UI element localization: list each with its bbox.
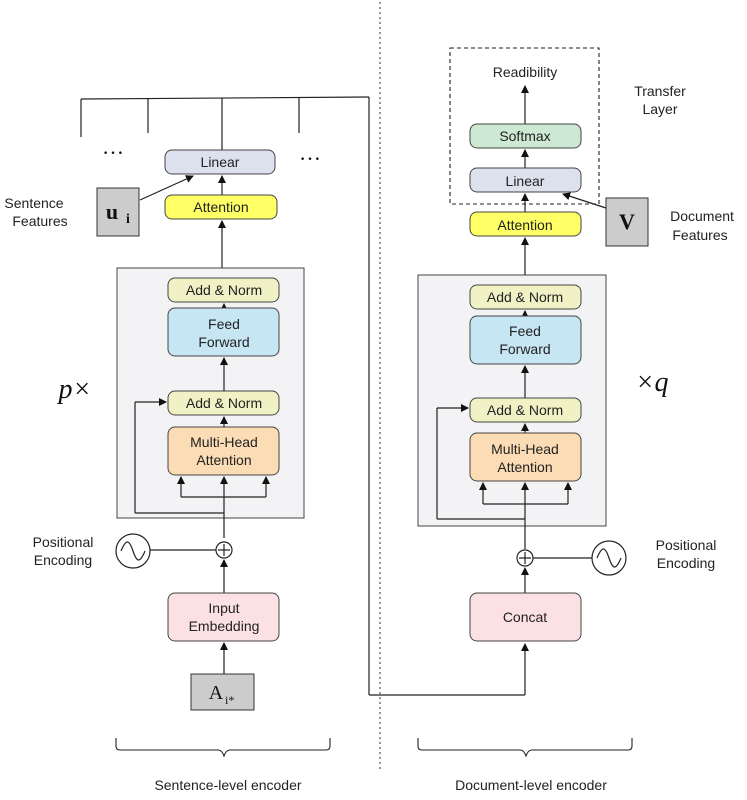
transfer-layer-label-1: Transfer xyxy=(634,83,686,99)
left-attention-block xyxy=(164,194,278,220)
left-multihead-block xyxy=(167,426,280,476)
right-feedforward-label-1: Feed xyxy=(509,323,541,339)
document-feature-box xyxy=(605,197,649,247)
right-multihead-block xyxy=(469,432,582,482)
left-input-embedding-label-1: Input xyxy=(208,600,239,616)
sentence-encoder-caption: Sentence-level encoder xyxy=(154,777,301,793)
right-addnorm-top xyxy=(469,284,582,310)
sentence-features-label-2: Features xyxy=(12,213,67,229)
left-multihead-label-2: Attention xyxy=(196,452,251,468)
document-encoder-caption: Document-level encoder xyxy=(455,777,607,793)
right-linear-label: Linear xyxy=(506,173,545,189)
ellipsis-right: … xyxy=(299,140,321,165)
document-encoder-brace xyxy=(417,738,633,758)
right-addnorm-bottom xyxy=(469,397,582,423)
right-attention-block xyxy=(469,211,582,237)
sentence-input-box xyxy=(190,673,255,711)
left-feedforward-label-1: Feed xyxy=(208,316,240,332)
left-input-embedding-label-2: Embedding xyxy=(189,618,260,634)
right-positional-label-2: Encoding xyxy=(657,555,715,571)
sentence-input-symbol: A xyxy=(209,682,224,704)
left-linear-label: Linear xyxy=(201,154,240,170)
sentence-repeat-label: p× xyxy=(57,374,92,405)
left-linear-block xyxy=(164,149,276,175)
sentence-output-bracket xyxy=(80,96,529,696)
right-addnorm-top-label: Add & Norm xyxy=(487,289,563,305)
sentence-feature-subscript: i xyxy=(126,212,130,227)
readability-output-label: Readibility xyxy=(493,64,558,80)
concat-label: Concat xyxy=(503,609,547,625)
right-feedforward-block xyxy=(469,315,582,365)
document-feature-symbol: V xyxy=(619,209,635,234)
left-feedforward-block xyxy=(167,307,280,357)
left-addnorm-bottom-label: Add & Norm xyxy=(186,395,262,411)
left-addnorm-top-label: Add & Norm xyxy=(186,282,262,298)
sentence-input-subscript: i* xyxy=(225,693,234,707)
softmax-label: Softmax xyxy=(499,128,550,144)
softmax-block xyxy=(469,123,582,149)
right-multihead-label-2: Attention xyxy=(497,459,552,475)
sentence-features-label-1: Sentence xyxy=(4,195,63,211)
right-attention-inputs xyxy=(436,404,572,549)
document-repeat-label: ×q xyxy=(636,367,669,398)
right-feedforward-label-2: Forward xyxy=(499,341,550,357)
left-positional-label-2: Encoding xyxy=(34,552,92,568)
sentence-feature-symbol: u xyxy=(106,199,118,224)
left-input-embedding-block xyxy=(167,592,280,642)
right-linear-block xyxy=(469,167,582,193)
sentence-encoder-brace xyxy=(115,738,331,758)
right-attention-label: Attention xyxy=(497,217,552,233)
document-features-label-2: Features xyxy=(672,227,727,243)
left-addnorm-top xyxy=(167,277,280,303)
concat-block xyxy=(469,592,582,642)
left-positional-label-1: Positional xyxy=(33,534,94,550)
right-positional-label-1: Positional xyxy=(656,537,717,553)
left-feedforward-label-2: Forward xyxy=(198,334,249,350)
right-multihead-label-1: Multi-Head xyxy=(491,441,559,457)
document-features-label-1: Document xyxy=(670,208,734,224)
ellipsis-left: … xyxy=(102,134,124,159)
transfer-layer-label-2: Layer xyxy=(642,101,677,117)
left-attention-label: Attention xyxy=(193,199,248,215)
left-multihead-label-1: Multi-Head xyxy=(190,434,258,450)
right-addnorm-bottom-label: Add & Norm xyxy=(487,402,563,418)
left-addnorm-bottom xyxy=(167,390,280,416)
left-attention-inputs xyxy=(134,398,270,538)
sentence-feature-box xyxy=(96,187,140,237)
